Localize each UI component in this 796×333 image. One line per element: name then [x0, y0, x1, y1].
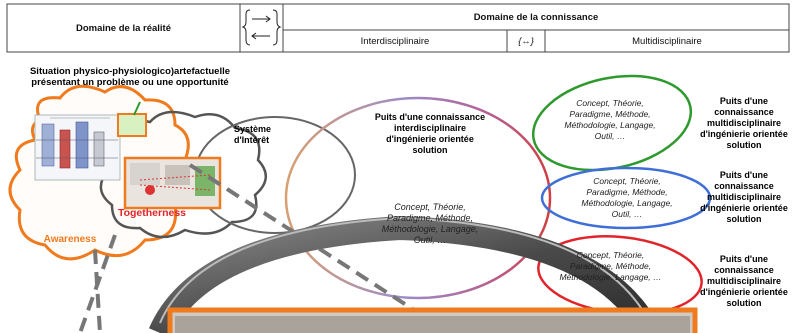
multidisciplinary-label: Multidisciplinaire — [632, 35, 702, 47]
highlight-box — [117, 113, 147, 137]
interdisciplinary-well-items: Concept, Théorie, Paradigme, Méthode, Mé… — [381, 202, 479, 245]
multi-well-green-items: Concept, Théorie, Paradigme, Méthode, Mé… — [564, 98, 656, 141]
room-photo-illustration — [123, 156, 222, 210]
knowledge-domain-header: Domaine de la connissance — [283, 4, 789, 30]
knowledge-domain-label: Domaine de la connissance — [473, 11, 599, 23]
lens-ring — [148, 215, 661, 333]
togetherness-cloud — [99, 110, 267, 239]
situation-label: Situation physico-physiologico)artefactu… — [29, 66, 231, 88]
multi-well-red-items: Concept, Théorie, Paradigme, Méthode, Mé… — [559, 250, 662, 282]
interdisciplinary-label: Interdisciplinaire — [360, 35, 430, 47]
system-of-interest-label: Système d'Intérêt — [234, 124, 272, 145]
multi-well-label-1: Puits d'une connaissance multidisciplina… — [700, 96, 788, 150]
interdisciplinary-header: Interdisciplinaire — [283, 30, 507, 52]
interdisciplinary-well-title: Puits d'une connaissance interdisciplina… — [374, 112, 486, 155]
awareness-label: Awareness — [43, 234, 97, 245]
multi-well-blue-items: Concept, Théorie, Paradigme, Méthode, Mé… — [581, 176, 673, 219]
bidirectional-symbol: {↔} — [518, 35, 534, 47]
interdisciplinary-well-ellipse — [284, 96, 552, 300]
bidirectional-header: {↔} — [507, 30, 545, 52]
reality-domain-label: Domaine de la réalité — [75, 22, 172, 34]
togetherness-label: Togetherness — [117, 207, 187, 219]
multi-well-label-2: Puits d'une connaissance multidisciplina… — [700, 170, 788, 224]
multidisciplinary-header: Multidisciplinaire — [545, 30, 789, 52]
plant-schematic-illustration — [34, 114, 121, 181]
multi-well-blue-ellipse — [540, 166, 712, 230]
multi-well-label-3: Puits d'une connaissance multidisciplina… — [700, 254, 788, 308]
reality-domain-header: Domaine de la réalité — [7, 4, 240, 52]
